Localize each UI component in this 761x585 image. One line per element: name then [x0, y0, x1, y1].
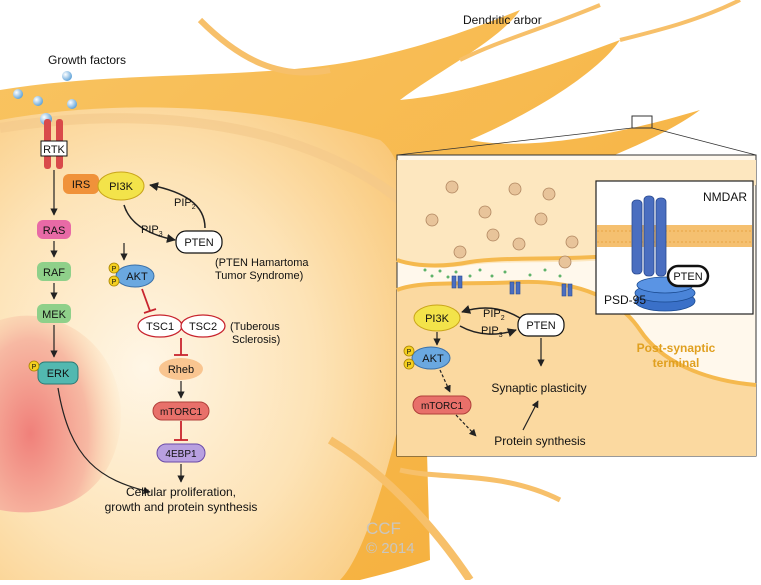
- nmdar-inset: PTEN: [595, 180, 754, 315]
- svg-text:AKT: AKT: [422, 353, 444, 365]
- svg-text:AKT: AKT: [126, 271, 148, 283]
- svg-text:IRS: IRS: [72, 179, 90, 191]
- erk-node: ERK P: [28, 360, 79, 385]
- svg-text:mTORC1: mTORC1: [160, 407, 202, 418]
- ebp1-node: 4EBP1: [156, 443, 206, 463]
- rtk-label: RTK: [43, 144, 65, 156]
- raf-node: RAF: [37, 262, 71, 281]
- svg-text:TSC2: TSC2: [189, 321, 217, 333]
- mapk-arrows: [50, 170, 151, 494]
- inset-akt-node: AKT P P: [403, 345, 451, 370]
- watermark-year: © 2014: [366, 540, 415, 557]
- svg-text:P: P: [112, 266, 117, 273]
- zoom-guide-right: [651, 127, 757, 156]
- nmdar-label: NMDAR: [703, 190, 747, 204]
- pip-cycle: PIP2 PIP3: [123, 182, 206, 243]
- rtk-receptor: [40, 119, 68, 169]
- akt-tsc-inhibition: [141, 288, 157, 314]
- pten-node: PTEN: [175, 230, 223, 254]
- tsc-rheb-inhibition: [174, 338, 188, 356]
- synaptic-plasticity-label: Synaptic plasticity: [491, 381, 586, 395]
- svg-text:P: P: [112, 279, 117, 286]
- svg-text:PTEN: PTEN: [526, 320, 555, 332]
- pten-syndrome-label-1: (PTEN Hamartoma: [215, 257, 309, 269]
- svg-text:P: P: [32, 364, 37, 371]
- irs-node: IRS: [63, 174, 99, 194]
- mek-node: MEK: [37, 304, 71, 323]
- pip3-label: PIP3: [141, 224, 163, 238]
- svg-text:RAF: RAF: [43, 267, 65, 279]
- growth-factors-label: Growth factors: [48, 53, 126, 67]
- zoom-source-box: [631, 115, 653, 129]
- growth-factor-balls: [13, 71, 77, 125]
- svg-text:PTEN: PTEN: [184, 237, 213, 249]
- svg-text:MEK: MEK: [42, 309, 67, 321]
- tuberous-label-2: Sclerosis): [232, 334, 280, 346]
- akt-node: AKT P P: [108, 262, 155, 288]
- post-synaptic-label-2: terminal: [653, 356, 700, 370]
- tuberous-label-1: (Tuberous: [230, 321, 280, 333]
- cellular-outcome-line-2: growth and protein synthesis: [105, 500, 258, 514]
- svg-text:RAS: RAS: [43, 225, 66, 237]
- svg-text:PI3K: PI3K: [109, 181, 134, 193]
- protein-synthesis-label: Protein synthesis: [494, 434, 585, 448]
- inset-pten-node: PTEN: [517, 313, 565, 337]
- svg-text:mTORC1: mTORC1: [421, 401, 463, 412]
- inset-mtorc1-node: mTORC1: [412, 395, 472, 415]
- svg-text:P: P: [407, 349, 412, 356]
- nmdar-pten-label: PTEN: [673, 271, 702, 283]
- pi3k-node: PI3K: [97, 171, 145, 201]
- pten-syndrome-label-2: Tumor Syndrome): [215, 270, 303, 282]
- svg-text:P: P: [407, 362, 412, 369]
- svg-text:TSC1: TSC1: [146, 321, 174, 333]
- svg-text:ERK: ERK: [47, 368, 70, 380]
- cellular-outcome-line-1: Cellular proliferation,: [126, 485, 236, 499]
- mtorc1-4ebp1-inhibition: [174, 421, 188, 441]
- inset-pip3-label: PIP3: [481, 325, 503, 339]
- dendritic-arbor-label: Dendritic arbor: [463, 13, 542, 27]
- inset-pip-cycle: PIP2 PIP3: [459, 305, 521, 339]
- inset-protein-plasticity-arrow: [522, 400, 539, 431]
- zoom-guide-left: [396, 127, 633, 156]
- inset-pi3k-node: PI3K: [413, 304, 461, 332]
- rheb-node: Rheb: [159, 358, 203, 380]
- tsc-complex: TSC1 TSC2: [137, 314, 226, 338]
- svg-text:PI3K: PI3K: [425, 313, 450, 325]
- watermark-ccf: CCF: [366, 519, 401, 538]
- ras-node: RAS: [37, 220, 71, 239]
- psd95-label: PSD-95: [604, 293, 646, 307]
- mtorc1-node: mTORC1: [152, 401, 210, 421]
- svg-text:Rheb: Rheb: [168, 364, 194, 376]
- inset-akt-mtorc1-arrow: [439, 369, 451, 393]
- post-synaptic-label-1: Post-synaptic: [637, 341, 716, 355]
- pip2-label: PIP2: [174, 197, 196, 211]
- inset-pip2-label: PIP2: [483, 308, 505, 322]
- svg-text:4EBP1: 4EBP1: [165, 449, 197, 460]
